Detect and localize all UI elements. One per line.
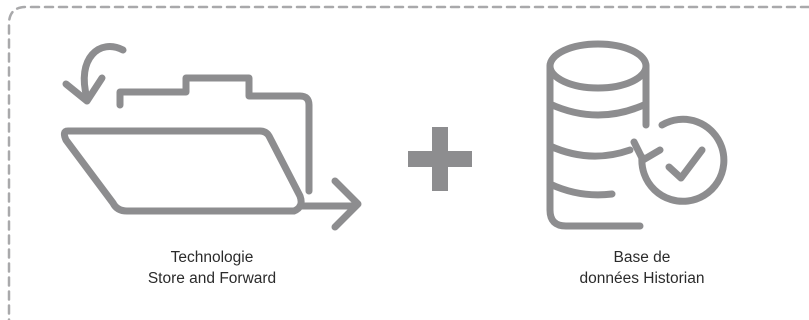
folder-store-and-forward-icon bbox=[60, 43, 362, 231]
folder-back bbox=[116, 74, 313, 195]
caption-right-line1: Base de bbox=[613, 249, 671, 266]
curved-arrow bbox=[80, 43, 127, 102]
caption-right-line2: données Historian bbox=[579, 270, 705, 287]
clock-ring bbox=[638, 115, 728, 205]
caption-historian-database: Base de données Historian bbox=[542, 247, 742, 289]
forward-arrow-head bbox=[331, 177, 362, 231]
caption-left-line2: Store and Forward bbox=[147, 270, 277, 287]
curved-arrow-head bbox=[62, 74, 106, 105]
caption-store-and-forward: Technologie Store and Forward bbox=[112, 247, 312, 289]
clock-arrow-head bbox=[630, 138, 664, 164]
folder-front bbox=[60, 127, 305, 215]
database-history-check-icon bbox=[546, 40, 728, 230]
check-mark bbox=[665, 146, 706, 182]
plus-icon bbox=[408, 127, 472, 191]
caption-left-line1: Technologie bbox=[170, 249, 254, 266]
